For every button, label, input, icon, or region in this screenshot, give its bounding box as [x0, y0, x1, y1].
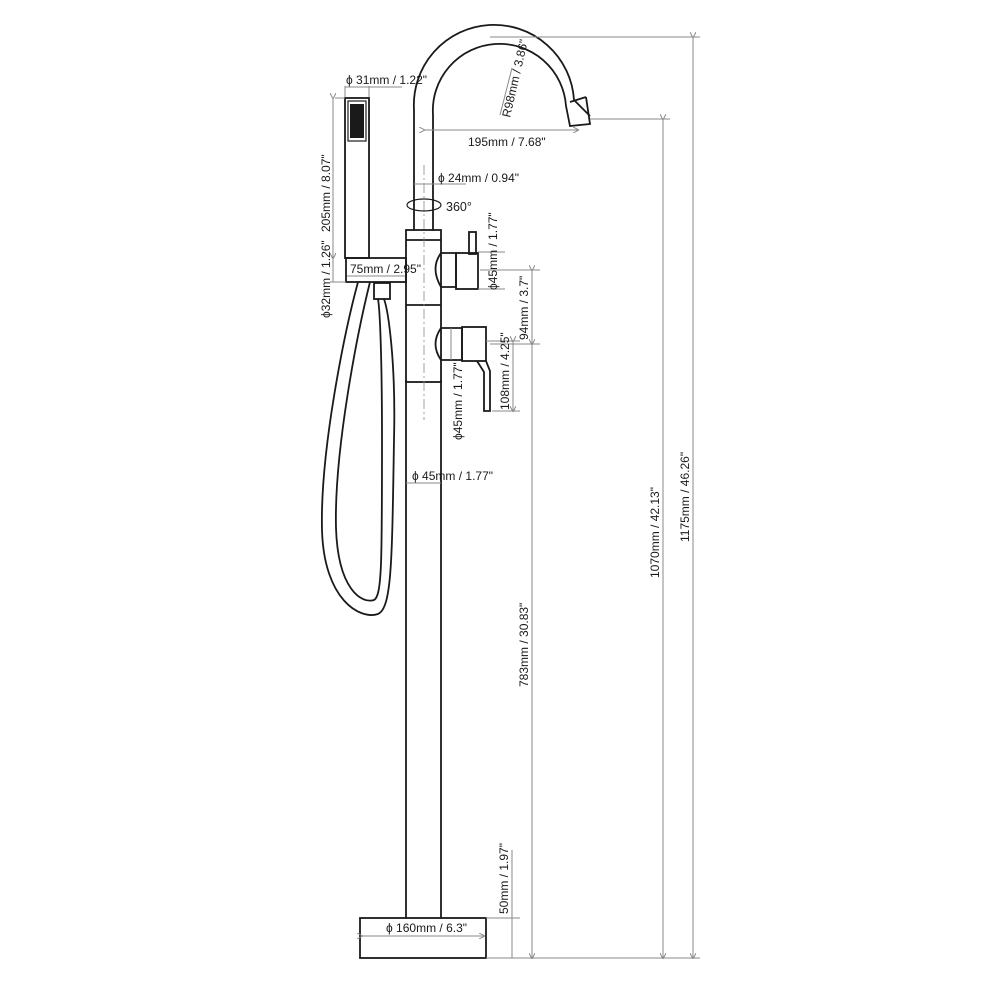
spout-radius-label: R98mm / 3.86" [499, 38, 531, 119]
shower-face [347, 100, 367, 142]
spout-tube [412, 23, 591, 230]
hose [321, 281, 396, 616]
faucet-body [321, 23, 592, 959]
handle-length-label: 108mm / 4.25" [498, 332, 512, 410]
shower-holder [345, 257, 407, 283]
valve-spacing-label: 94mm / 3.7" [517, 276, 531, 340]
rotation-indicator [406, 198, 442, 212]
upper-lever [468, 231, 477, 255]
holder-diameter-label: ϕ32mm / 1.26" [319, 240, 333, 318]
base-diameter-label: ϕ 160mm / 6.3" [386, 921, 467, 935]
valve-body [405, 229, 442, 383]
upper-valve [434, 252, 457, 288]
upper-valve-diameter-label: ϕ45mm / 1.77" [486, 212, 500, 290]
spout-outlet-height-label: 1070mm / 42.13" [648, 487, 662, 578]
lower-valve-diameter-label: ϕ45mm / 1.77" [451, 362, 465, 440]
base-height-label: 50mm / 1.97" [497, 843, 511, 914]
column-diameter-label: ϕ 45mm / 1.77" [412, 469, 493, 483]
handshower-diameter-label: ϕ 31mm / 1.22" [346, 73, 427, 87]
spout-reach-label: 195mm / 7.68" [468, 135, 546, 149]
lower-valve [434, 327, 463, 361]
spout-tube-diameter-label: ϕ 24mm / 0.94" [438, 171, 519, 185]
total-height-label: 1175mm / 46.26" [678, 452, 692, 542]
shower-nozzles [350, 104, 364, 138]
holder-length-label: 75mm / 2.95" [350, 262, 421, 276]
handshower-length-label: 205mm / 8.07" [319, 154, 333, 232]
dimension-lines [330, 37, 700, 958]
lower-handle [476, 360, 491, 412]
lower-valve-height-label: 783mm / 30.83" [517, 603, 531, 687]
rotation-label: 360° [446, 200, 472, 214]
